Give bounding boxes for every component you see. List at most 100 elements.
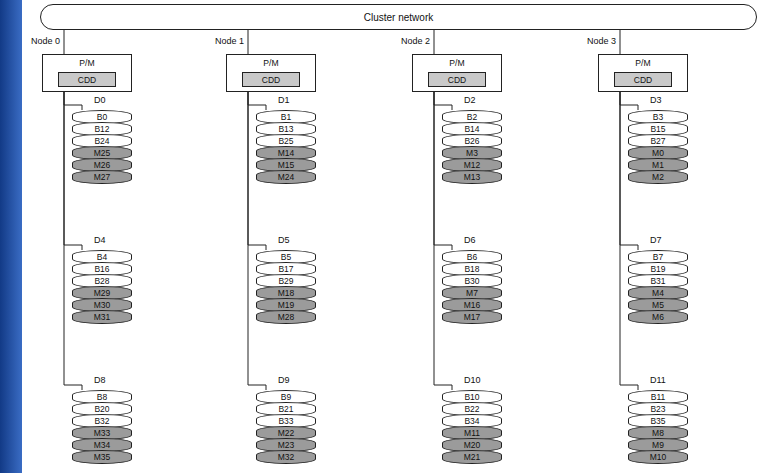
- box-name: P/M: [227, 58, 315, 68]
- box-name: CDD: [634, 75, 652, 85]
- disk-block: B2: [442, 110, 502, 124]
- disk-block: M11: [442, 426, 502, 440]
- disk-block: B6: [442, 250, 502, 264]
- disk-label: D7: [650, 235, 662, 245]
- block-label: M23: [278, 440, 295, 450]
- block-label: M7: [466, 288, 478, 298]
- disk-label: D2: [464, 95, 476, 105]
- disk-block: B23: [628, 402, 688, 416]
- block-label: M10: [650, 452, 667, 462]
- disk-block: B0: [72, 110, 132, 124]
- box-name: CDD: [262, 75, 280, 85]
- disk-block: M18: [256, 286, 316, 300]
- block-label: B16: [94, 264, 109, 274]
- disk-block: M10: [628, 450, 688, 464]
- disk-block: B17: [256, 262, 316, 276]
- box-name: P/M: [599, 58, 687, 68]
- disk-label: D0: [94, 95, 106, 105]
- block-label: M19: [278, 300, 295, 310]
- block-label: B0: [97, 112, 107, 122]
- processor-memory-box: P/MCDD: [42, 54, 132, 92]
- disk-label: D10: [464, 375, 481, 385]
- cdd-box: CDD: [242, 72, 300, 87]
- disk-block: B27: [628, 134, 688, 148]
- disk-block: B25: [256, 134, 316, 148]
- disk-cylinder: D8B8B20B32M33M34M35: [72, 390, 132, 464]
- disk-block: M19: [256, 298, 316, 312]
- block-label: B24: [94, 136, 109, 146]
- disk-block: M20: [442, 438, 502, 452]
- disk-block: M28: [256, 310, 316, 324]
- block-label: M9: [652, 440, 664, 450]
- disk-block: B35: [628, 414, 688, 428]
- slide-border: [0, 0, 22, 473]
- disk-block: M16: [442, 298, 502, 312]
- disk-block: M4: [628, 286, 688, 300]
- block-label: B13: [278, 124, 293, 134]
- disk-block: B28: [72, 274, 132, 288]
- processor-memory-box: P/M CDD: [598, 54, 688, 92]
- disk-block: M13: [442, 170, 502, 184]
- node-label: Node 3: [587, 36, 616, 46]
- disk-block: M33: [72, 426, 132, 440]
- block-label: M29: [94, 288, 111, 298]
- block-label: B19: [650, 264, 665, 274]
- disk-block: M9: [628, 438, 688, 452]
- block-label: M31: [94, 312, 111, 322]
- disk-block: M7: [442, 286, 502, 300]
- disk-block: B3: [628, 110, 688, 124]
- block-label: B10: [464, 392, 479, 402]
- disk-cylinder: D0B0B12B24M25M26M27: [72, 110, 132, 184]
- block-label: M0: [652, 148, 664, 158]
- block-label: M11: [464, 428, 480, 438]
- disk-label: D4: [94, 235, 106, 245]
- bus-line: [620, 30, 621, 54]
- disk-block: B34: [442, 414, 502, 428]
- disk-cylinder: D3B3B15B27M0M1M2: [628, 110, 688, 184]
- block-label: M28: [278, 312, 295, 322]
- block-label: M3: [466, 148, 478, 158]
- disk-block: B8: [72, 390, 132, 404]
- block-label: M20: [464, 440, 481, 450]
- disk-block: M14: [256, 146, 316, 160]
- disk-cylinder: D1B1B13B25M14M15M24: [256, 110, 316, 184]
- disk-label: D1: [278, 95, 290, 105]
- disk-label: D5: [278, 235, 290, 245]
- bus-line: [620, 92, 638, 110]
- disk-block: M23: [256, 438, 316, 452]
- block-label: B18: [464, 264, 479, 274]
- block-label: M16: [464, 300, 481, 310]
- block-label: M22: [278, 428, 295, 438]
- disk-cylinder: D4B4B16B28M29M30M31: [72, 250, 132, 324]
- disk-block: M17: [442, 310, 502, 324]
- block-label: M32: [278, 452, 295, 462]
- disk-block: M1: [628, 158, 688, 172]
- disk-block: B16: [72, 262, 132, 276]
- bus-line: [434, 92, 452, 110]
- block-label: M14: [278, 148, 295, 158]
- block-label: B3: [653, 112, 663, 122]
- block-label: B9: [281, 392, 291, 402]
- bus-line: [248, 92, 266, 110]
- block-label: B22: [464, 404, 479, 414]
- block-label: B11: [651, 392, 666, 402]
- processor-memory-box: P/M CDD: [226, 54, 316, 92]
- disk-block: B13: [256, 122, 316, 136]
- disk-block: B21: [256, 402, 316, 416]
- block-label: M34: [94, 440, 111, 450]
- block-label: B20: [94, 404, 109, 414]
- disk-block: B11: [628, 390, 688, 404]
- disk-block: B29: [256, 274, 316, 288]
- block-label: M1: [652, 160, 664, 170]
- disk-block: B30: [442, 274, 502, 288]
- block-label: B8: [97, 392, 107, 402]
- disk-block: M6: [628, 310, 688, 324]
- block-label: M18: [278, 288, 295, 298]
- block-label: M21: [464, 452, 481, 462]
- block-label: M8: [652, 428, 664, 438]
- processor-memory-box: P/MCDD: [412, 54, 502, 92]
- block-label: M4: [652, 288, 664, 298]
- disk-block: B5: [256, 250, 316, 264]
- block-label: B1: [281, 112, 291, 122]
